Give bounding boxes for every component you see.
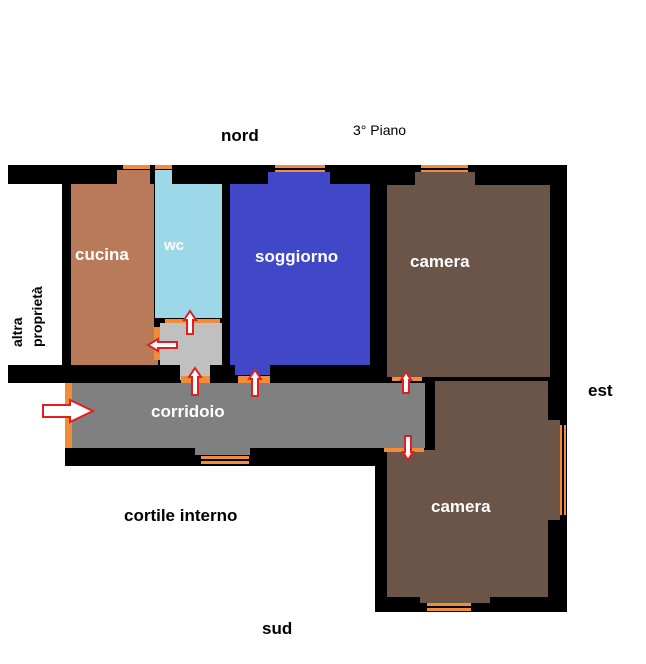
arrow-up-icon xyxy=(182,309,198,335)
label-other-property-line2: proprietà xyxy=(29,286,45,347)
label-floor: 3° Piano xyxy=(353,122,406,138)
door-arrows xyxy=(42,309,415,462)
room-corridor[interactable] xyxy=(72,383,425,455)
arrow-up-icon xyxy=(247,368,263,397)
label-other-property: altra proprietà xyxy=(9,286,45,347)
label-east: est xyxy=(588,381,613,400)
label-south: sud xyxy=(262,619,292,638)
label-bathroom: wc xyxy=(163,237,184,254)
room-living[interactable] xyxy=(230,172,370,375)
arrow-down-icon xyxy=(401,435,415,462)
room-kitchen[interactable] xyxy=(71,170,158,365)
room-bedroom-south[interactable] xyxy=(387,381,560,603)
label-bedroom-south: camera xyxy=(431,497,491,516)
label-north: nord xyxy=(221,126,259,145)
arrow-up-icon xyxy=(399,370,413,394)
label-living: soggiorno xyxy=(255,247,338,266)
label-bedroom-north: camera xyxy=(410,252,470,271)
label-corridor: corridoio xyxy=(151,402,225,421)
room-bathroom[interactable] xyxy=(155,170,222,318)
label-other-property-line1: altra xyxy=(9,317,25,347)
other-property-area xyxy=(8,184,62,365)
arrow-up-icon xyxy=(187,366,203,396)
label-kitchen: cucina xyxy=(75,245,129,264)
entrance-arrow-icon xyxy=(42,398,96,424)
room-bedroom-north[interactable] xyxy=(387,172,550,377)
arrow-left-icon xyxy=(146,337,178,353)
label-courtyard: cortile interno xyxy=(124,506,237,525)
